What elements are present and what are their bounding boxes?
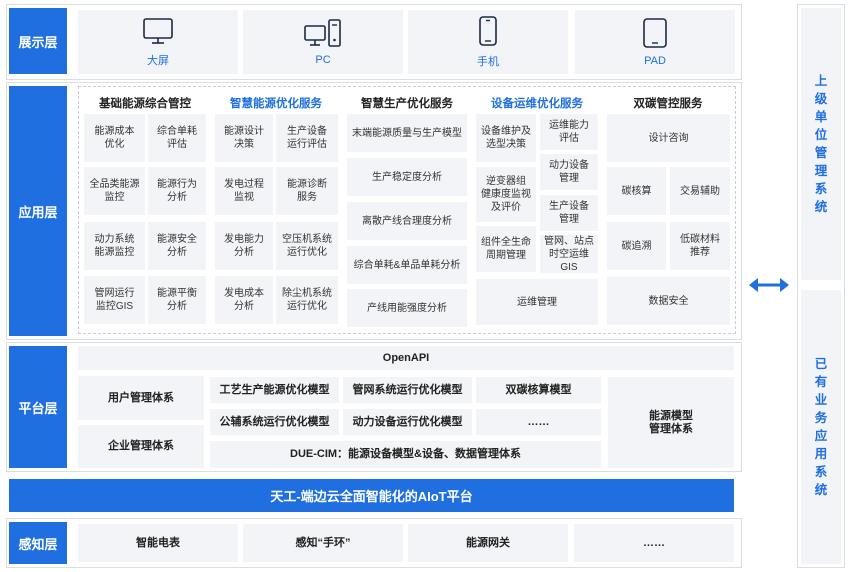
smart-energy-item: 能源诊断 服务 [276,167,338,215]
device-label-large-screen: 大屏 [147,55,169,67]
perception-item-ellipsis: …… [574,524,734,562]
existing-business-systems: 已有业务应用系统 [801,290,841,564]
perception-item-sensing-band: 感知“手环” [243,524,403,562]
due-cim-bar: DUE-CIM：能源设备模型&设备、数据管理体系 [210,441,601,468]
basic-item: 全品类能源 监控 [84,167,145,215]
equipment-item-lifecycle: 组件全生命 周期管理 [476,226,536,272]
perception-item-energy-gateway: 能源网关 [408,524,568,562]
upper-unit-management-system: 上级单位管理系统 [801,8,841,280]
device-label-pad: PAD [644,55,666,67]
basic-item: 综合单耗 评估 [148,114,206,162]
power-equipment-model: 动力设备运行优化模型 [343,409,472,435]
monitor-icon [143,18,173,44]
equipment-item-maintenance-selection: 设备维护及 选型决策 [476,114,536,162]
display-layer-label: 展示层 [9,8,67,74]
smart-energy-item: 发电成本 分析 [215,276,273,324]
smart-production-item: 综合单耗&单品单耗分析 [347,246,467,284]
application-dashed-area [78,86,736,334]
device-pad: PAD [575,10,735,74]
smart-energy-item: 发电能力 分析 [215,222,273,270]
header-carbon: 双碳管控服务 [633,98,703,110]
carbon-item-trading-aid: 交易辅助 [670,167,730,215]
smart-energy-item: 发电过程 监视 [215,167,273,215]
basic-item: 能源成本 优化 [84,114,145,162]
smart-energy-item: 生产设备 运行评估 [276,114,338,162]
desktop-pc-icon [304,19,341,47]
double-arrow-icon [749,278,789,292]
utility-system-model: 公辅系统运行优化模型 [210,409,339,435]
pipe-network-model: 管网系统运行优化模型 [343,377,472,403]
equipment-item-inverter-health: 逆变器组 健康度监视 及评价 [476,167,536,222]
perception-layer-label: 感知层 [9,522,67,564]
platform-layer-label: 平台层 [9,346,67,468]
enterprise-management-system: 企业管理体系 [78,425,204,468]
smart-production-item: 末端能源质量与生产模型 [347,114,467,152]
carbon-item-carbon-tracing: 碳追溯 [607,222,666,270]
basic-item: 能源平衡 分析 [148,276,206,324]
equipment-item-production-equipment: 生产设备 管理 [540,195,598,231]
aiot-platform-bar: 天工-端边云全面智能化的AIoT平台 [9,479,734,512]
openapi-bar: OpenAPI [78,346,734,370]
equipment-item-power-equipment: 动力设备 管理 [540,154,598,190]
smart-production-item: 生产稳定度分析 [347,158,467,196]
application-layer-label: 应用层 [9,86,67,336]
device-mobile: 手机 [408,10,568,74]
smart-energy-item: 空压机系统 运行优化 [276,222,338,270]
equipment-item-pipe-station-gis: 管网、站点 时空运维GIS [540,235,598,273]
basic-item: 动力系统 能源监控 [84,222,145,270]
device-label-mobile: 手机 [477,56,499,68]
basic-item: 能源安全 分析 [148,222,206,270]
smart-energy-item: 除尘机系统 运行优化 [276,276,338,324]
existing-business-systems-label: 已有业务应用系统 [814,357,828,497]
carbon-item-design-consult: 设计咨询 [607,114,730,162]
process-energy-model: 工艺生产能源优化模型 [210,377,339,403]
basic-item: 能源行为 分析 [148,167,206,215]
basic-item: 管网运行 监控GIS [84,276,145,324]
device-pc: PC [243,10,403,74]
energy-model-management-system: 能源模型 管理体系 [608,377,734,468]
tablet-icon [643,18,667,48]
smart-production-item: 产线用能强度分析 [347,289,467,327]
device-large-screen: 大屏 [78,10,238,74]
dual-carbon-model: 双碳核算模型 [476,377,601,403]
smart-production-item: 离散产线合理度分析 [347,202,467,240]
equipment-item-ops-capability: 运维能力 评估 [540,114,598,150]
carbon-item-data-security: 数据安全 [607,277,730,325]
mobile-phone-icon [479,16,497,46]
header-equipment-ops: 设备运维优化服务 [491,98,583,110]
more-models-ellipsis: …… [476,409,601,435]
carbon-item-low-carbon-material: 低碳材料 推荐 [670,222,730,270]
smart-energy-item: 能源设计 决策 [215,114,273,162]
perception-item-smart-meter: 智能电表 [78,524,238,562]
equipment-item-ops-management: 运维管理 [476,279,598,325]
header-smart-production: 智慧生产优化服务 [361,98,453,110]
carbon-item-carbon-accounting: 碳核算 [607,167,666,215]
header-basic-energy: 基础能源综合管控 [99,98,191,110]
device-label-pc: PC [315,54,331,66]
upper-unit-management-system-label: 上级单位管理系统 [814,74,828,214]
header-smart-energy: 智慧能源优化服务 [230,98,322,110]
user-management-system: 用户管理体系 [78,376,204,420]
